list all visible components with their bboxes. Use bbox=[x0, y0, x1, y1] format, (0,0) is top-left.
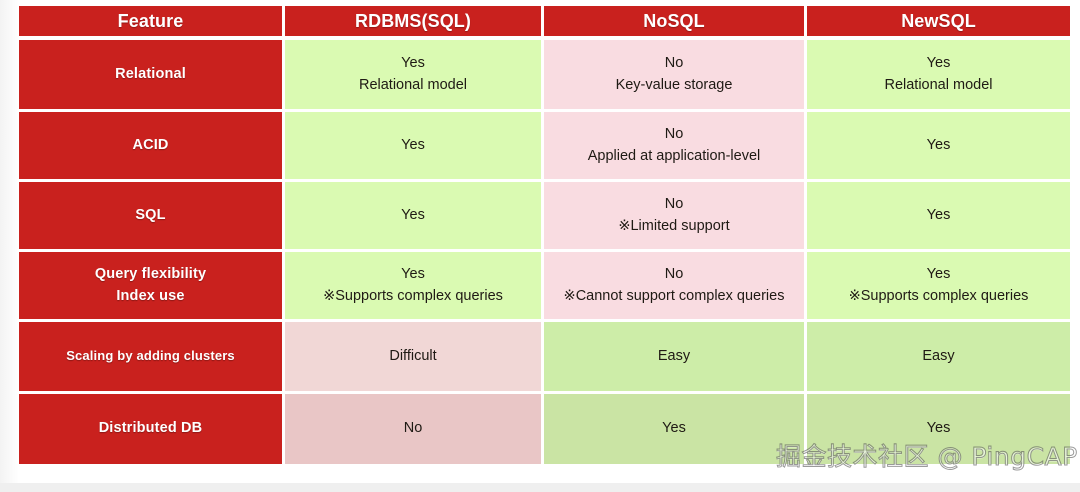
cell-distributed-nosql: Yes bbox=[544, 394, 807, 464]
table-header: Feature RDBMS(SQL) NoSQL NewSQL bbox=[19, 6, 1070, 40]
cell-value: Yes bbox=[401, 206, 425, 223]
column-header-nosql: NoSQL bbox=[544, 6, 807, 40]
cell-detail: Relational model bbox=[884, 76, 993, 93]
cell-detail: Key-value storage bbox=[615, 76, 733, 93]
cell-detail: Relational model bbox=[358, 76, 467, 93]
cell-value: Yes bbox=[926, 266, 951, 283]
row-label-sql: SQL bbox=[19, 182, 285, 252]
cell-detail: ※Limited support bbox=[618, 217, 730, 234]
cell-acid-nosql: No Applied at application-level bbox=[544, 112, 807, 182]
cell-value: No bbox=[664, 196, 684, 213]
cell-value: Yes bbox=[662, 420, 686, 437]
row-label-line-1: Query flexibility bbox=[94, 266, 207, 283]
cell-sql-newsql: Yes bbox=[807, 182, 1070, 252]
cell-sql-nosql: No ※Limited support bbox=[544, 182, 807, 252]
cell-query-newsql: Yes ※Supports complex queries bbox=[807, 252, 1070, 322]
table-row: ACID Yes No Applied at application-level… bbox=[19, 112, 1070, 182]
cell-distributed-newsql: Yes bbox=[807, 394, 1070, 464]
cell-value: Yes bbox=[401, 55, 425, 72]
cell-acid-newsql: Yes bbox=[807, 112, 1070, 182]
cell-value: No bbox=[664, 126, 684, 143]
cell-detail: ※Cannot support complex queries bbox=[563, 287, 785, 304]
column-header-newsql: NewSQL bbox=[807, 6, 1070, 40]
slide-bottom-edge bbox=[0, 483, 1080, 492]
cell-scaling-nosql: Easy bbox=[544, 322, 807, 394]
row-label-relational: Relational bbox=[19, 40, 285, 112]
cell-value: No bbox=[664, 266, 684, 283]
database-comparison-table: Feature RDBMS(SQL) NoSQL NewSQL Relation… bbox=[19, 6, 1070, 464]
table-row: Distributed DB No Yes Yes bbox=[19, 394, 1070, 464]
table-row: Scaling by adding clusters Difficult Eas… bbox=[19, 322, 1070, 394]
cell-value: Difficult bbox=[389, 347, 437, 364]
table-row: Query flexibility Index use Yes ※Support… bbox=[19, 252, 1070, 322]
cell-relational-newsql: Yes Relational model bbox=[807, 40, 1070, 112]
cell-relational-nosql: No Key-value storage bbox=[544, 40, 807, 112]
cell-value: Easy bbox=[922, 347, 955, 364]
cell-value: Yes bbox=[926, 55, 951, 72]
column-header-rdbms: RDBMS(SQL) bbox=[285, 6, 544, 40]
row-label-acid: ACID bbox=[19, 112, 285, 182]
cell-value: Yes bbox=[926, 420, 951, 437]
cell-detail: ※Supports complex queries bbox=[323, 287, 503, 304]
cell-value: Yes bbox=[401, 136, 425, 153]
row-label-distributed-db: Distributed DB bbox=[19, 394, 285, 464]
cell-sql-rdbms: Yes bbox=[285, 182, 544, 252]
row-label-query-flexibility: Query flexibility Index use bbox=[19, 252, 285, 322]
column-header-feature: Feature bbox=[19, 6, 285, 40]
cell-query-nosql: No ※Cannot support complex queries bbox=[544, 252, 807, 322]
cell-value: No bbox=[403, 420, 423, 437]
cell-relational-rdbms: Yes Relational model bbox=[285, 40, 544, 112]
cell-distributed-rdbms: No bbox=[285, 394, 544, 464]
slide-left-edge bbox=[0, 0, 19, 492]
cell-scaling-rdbms: Difficult bbox=[285, 322, 544, 394]
cell-value: Easy bbox=[657, 347, 691, 364]
row-label-line-2: Index use bbox=[116, 287, 185, 304]
cell-query-rdbms: Yes ※Supports complex queries bbox=[285, 252, 544, 322]
table-body: Relational Yes Relational model No Key-v… bbox=[19, 40, 1070, 464]
cell-value: No bbox=[664, 55, 684, 72]
table-row: Relational Yes Relational model No Key-v… bbox=[19, 40, 1070, 112]
cell-detail: ※Supports complex queries bbox=[848, 287, 1029, 304]
cell-scaling-newsql: Easy bbox=[807, 322, 1070, 394]
cell-acid-rdbms: Yes bbox=[285, 112, 544, 182]
cell-value: Yes bbox=[926, 206, 951, 223]
table-row: SQL Yes No ※Limited support Yes bbox=[19, 182, 1070, 252]
cell-detail: Applied at application-level bbox=[587, 147, 761, 164]
row-label-scaling: Scaling by adding clusters bbox=[19, 322, 285, 394]
cell-value: Yes bbox=[926, 136, 951, 153]
cell-value: Yes bbox=[401, 266, 425, 283]
header-row: Feature RDBMS(SQL) NoSQL NewSQL bbox=[19, 6, 1070, 40]
